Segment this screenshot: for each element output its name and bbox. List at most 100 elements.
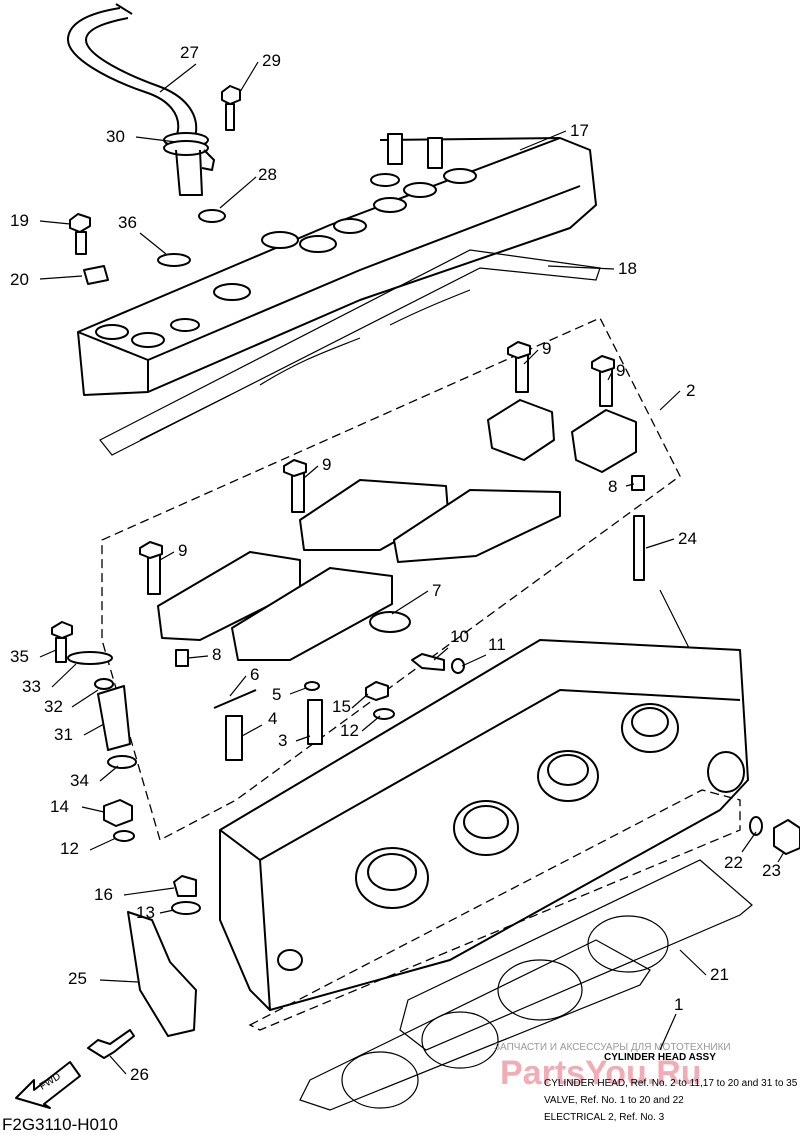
callout-c9d: 9	[178, 541, 187, 560]
callout-c9c: 9	[322, 455, 331, 474]
leader-line-c30	[135, 136, 177, 143]
leader-line-c22	[741, 831, 757, 853]
leader-line-c13	[159, 909, 175, 914]
callout-c25: 25	[68, 969, 87, 988]
callout-c7: 7	[432, 581, 441, 600]
bolts-9	[139, 341, 615, 595]
callout-c34: 34	[70, 771, 89, 790]
leader-line-c2	[659, 390, 681, 411]
callout-c31: 31	[54, 725, 73, 744]
callout-c8b: 8	[212, 645, 221, 664]
leader-line-c23	[777, 851, 785, 863]
callout-c10: 10	[450, 627, 469, 646]
leader-line-c9b	[607, 371, 613, 381]
cap-36	[157, 253, 191, 267]
callout-c9b: 9	[616, 361, 625, 380]
callout-c18: 18	[618, 259, 637, 278]
leader-line-c7	[391, 590, 429, 615]
callout-c5: 5	[272, 685, 281, 704]
callout-c8a: 8	[608, 477, 617, 496]
callout-c23: 23	[762, 861, 781, 880]
leader-line-c32	[71, 689, 99, 708]
callout-c12a: 12	[340, 721, 359, 740]
leader-line-c9a	[523, 349, 539, 365]
leader-line-c28	[219, 176, 257, 209]
cam-cap-1	[157, 399, 637, 661]
callout-c17: 17	[570, 121, 589, 140]
leader-line-c20	[39, 275, 83, 280]
callout-c26: 26	[130, 1065, 149, 1084]
left-side-parts	[51, 621, 395, 915]
legend-line-2: VALVE, Ref. No. 1 to 20 and 22	[544, 1095, 684, 1106]
callout-c19: 19	[10, 211, 29, 230]
breather-hose	[66, 3, 215, 196]
leader-line-c34	[99, 765, 119, 782]
leader-line-c15	[351, 693, 369, 709]
leader-line-c17	[519, 130, 567, 151]
plug-23	[773, 819, 800, 855]
valve-parts	[213, 681, 323, 761]
leader-line-c35	[39, 649, 57, 658]
leader-line-c26	[109, 1055, 127, 1075]
leader-line-c3	[295, 735, 311, 742]
callout-c22: 22	[724, 853, 743, 872]
washer-22	[749, 816, 763, 836]
grommet-20	[83, 265, 109, 285]
callout-c20: 20	[10, 270, 29, 289]
cylinder-head-cover	[77, 133, 597, 396]
callout-c14: 14	[50, 797, 69, 816]
callout-c36: 36	[118, 213, 137, 232]
leader-line-c9c	[303, 465, 319, 479]
callout-c13: 13	[136, 903, 155, 922]
leader-line-c27	[159, 63, 197, 93]
leader-line-c4	[241, 724, 263, 737]
leader-line-c25	[99, 979, 139, 983]
leader-line-c10	[433, 647, 449, 661]
leader-line-c5	[289, 687, 307, 695]
leader-line-c36	[139, 232, 167, 255]
bracket-25	[127, 911, 197, 1037]
leader-line-c33	[51, 663, 77, 688]
gasket-1	[299, 939, 651, 1111]
callout-c4: 4	[268, 709, 277, 728]
leader-line-c8b	[187, 655, 209, 659]
callout-c35: 35	[10, 647, 29, 666]
gasket-21	[399, 859, 753, 1051]
bolt-29	[221, 85, 241, 131]
watermark-brand: PartsYou.Ru	[500, 1054, 702, 1092]
dowel-8b	[175, 649, 189, 667]
leader-line-c9d	[159, 551, 175, 561]
leader-line-c6	[229, 675, 247, 697]
stud-24	[633, 515, 691, 651]
callout-c2: 2	[686, 381, 695, 400]
bolt-10	[411, 653, 445, 671]
leader-line-c24	[645, 538, 675, 549]
washer-11	[451, 658, 465, 674]
watermark-text: ЗАПЧАСТИ И АКСЕССУАРЫ ДЛЯ МОТОТЕХНИКИ	[494, 1042, 731, 1053]
leader-line-c31	[83, 723, 105, 736]
leader-line-c12a	[361, 715, 381, 732]
leader-line-c29	[239, 61, 259, 93]
leader-line-c8a	[625, 483, 635, 487]
plug-7	[369, 611, 411, 633]
callout-c6: 6	[250, 665, 259, 684]
callout-c33: 33	[22, 677, 41, 696]
legend-line-0: CYLINDER HEAD ASSY	[604, 1052, 716, 1063]
leader-line-c12b	[89, 837, 117, 851]
legend-line-1: CYLINDER HEAD, Ref. No. 2 to 11,17 to 20…	[544, 1078, 798, 1089]
cylinder-head	[219, 639, 749, 1011]
o-ring-28	[198, 209, 226, 223]
callout-c30: 30	[106, 127, 125, 146]
diagram-code: F2G3110-H010	[2, 1115, 118, 1134]
dowel-8a	[631, 475, 645, 491]
legend: ЗАПЧАСТИ И АКСЕССУАРЫ ДЛЯ МОТОТЕХНИКИ Pa…	[494, 1042, 798, 1123]
callout-c16: 16	[94, 885, 113, 904]
leader-line-c14	[81, 806, 105, 813]
callout-c32: 32	[44, 697, 63, 716]
callout-c9a: 9	[542, 339, 551, 358]
callout-c29: 29	[262, 51, 281, 70]
group-frame-lower	[248, 789, 741, 1031]
